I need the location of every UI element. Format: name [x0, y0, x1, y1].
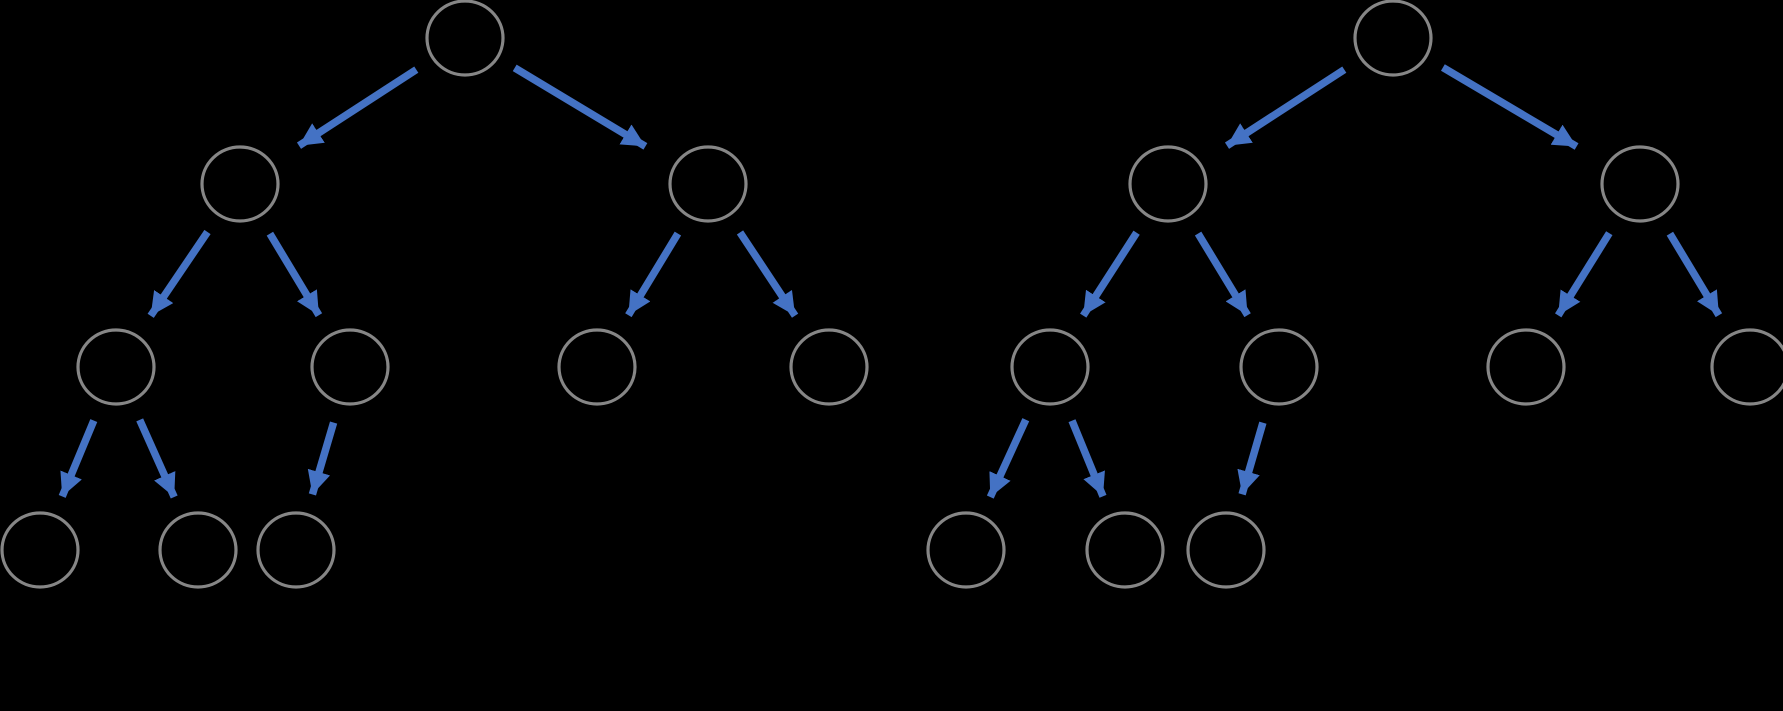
edge-arrow-left-tree-root-R: [512, 64, 648, 150]
tree-node-right-tree-LL: [1010, 328, 1090, 406]
tree-node-right-tree-LLR: [1085, 511, 1165, 589]
edge-arrow-left-tree-R-RR: [736, 230, 799, 318]
tree-node-right-tree-RR: [1710, 328, 1783, 406]
edge-arrow-left-tree-LR-LRL: [307, 421, 338, 496]
edge-arrow-left-tree-root-L: [296, 66, 419, 149]
tree-node-left-tree-LLL: [0, 511, 80, 589]
left-tree: [0, 0, 869, 589]
right-tree: [926, 0, 1783, 589]
edge-arrow-left-tree-R-RL: [625, 231, 682, 318]
tree-node-right-tree-root: [1353, 0, 1433, 77]
tree-node-left-tree-RR: [789, 328, 869, 406]
tree-node-right-tree-L: [1128, 145, 1208, 223]
tree-node-left-tree-R: [668, 145, 748, 223]
edge-arrow-right-tree-root-L: [1224, 66, 1347, 149]
edge-arrow-left-tree-LL-LLR: [136, 418, 178, 499]
tree-node-right-tree-LR: [1239, 328, 1319, 406]
tree-node-left-tree-LRL: [256, 511, 336, 589]
edge-arrow-right-tree-R-RR: [1666, 231, 1723, 318]
tree-node-right-tree-RL: [1486, 328, 1566, 406]
edge-arrow-right-tree-LR-LRL: [1237, 421, 1267, 496]
tree-node-left-tree-root: [425, 0, 505, 77]
edge-arrow-right-tree-R-RL: [1555, 231, 1613, 318]
tree-node-right-tree-LLL: [926, 511, 1006, 589]
tree-node-right-tree-R: [1600, 145, 1680, 223]
edge-arrow-left-tree-LL-LLL: [58, 419, 98, 498]
tree-node-left-tree-LR: [310, 328, 390, 406]
edge-arrow-right-tree-L-LR: [1194, 231, 1251, 318]
edge-arrow-right-tree-LL-LLL: [986, 418, 1030, 499]
tree-node-left-tree-LL: [76, 328, 156, 406]
tree-node-right-tree-LRL: [1186, 511, 1266, 589]
edge-arrow-right-tree-root-R: [1440, 64, 1579, 150]
edge-arrow-right-tree-L-LL: [1080, 230, 1140, 318]
edge-arrow-right-tree-LL-LLR: [1068, 419, 1107, 498]
edge-arrow-left-tree-L-LL: [147, 229, 211, 318]
tree-node-left-tree-RL: [557, 328, 637, 406]
edge-arrow-left-tree-L-LR: [266, 231, 323, 318]
tree-node-left-tree-LLR: [158, 511, 238, 589]
tree-node-left-tree-L: [200, 145, 280, 223]
